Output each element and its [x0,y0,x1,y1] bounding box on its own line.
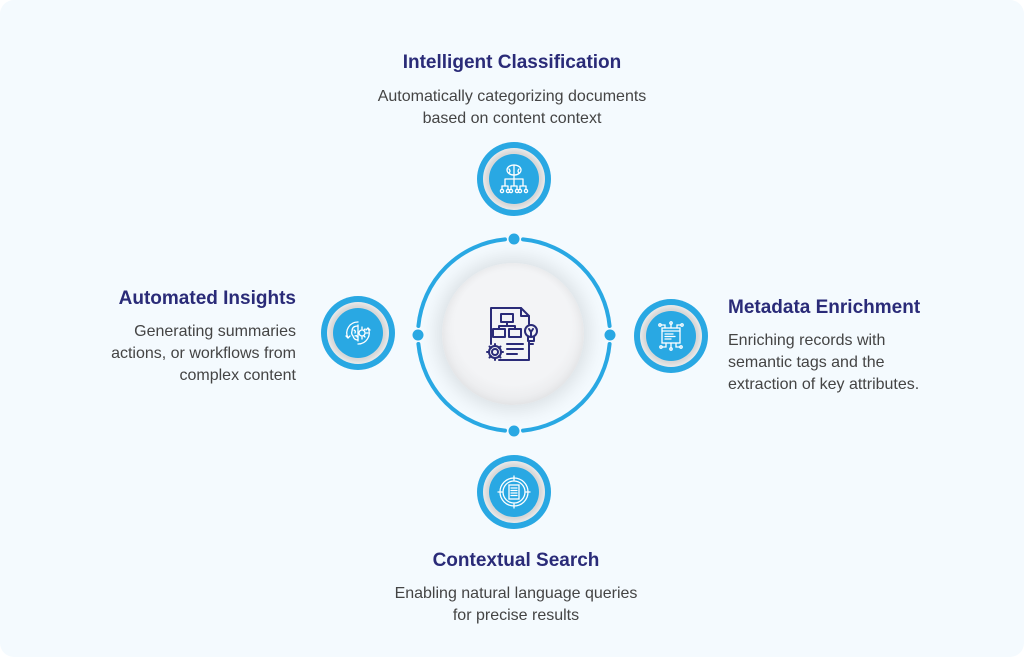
ring-dot-top [508,233,520,245]
ring-arc-bottom-right [521,342,612,433]
node-left-badge [321,296,395,370]
description-line: complex content [179,367,296,384]
ring-arc-top-left [416,237,507,328]
description-line: extraction of key attributes. [728,376,920,393]
description-line: Enabling natural language queries [394,585,638,602]
ring-arc-top-right [521,237,612,328]
description-line: Generating summaries [134,323,296,340]
target-document-icon [497,475,531,509]
ring-dot-right [604,329,616,341]
ring-arc-bottom-left [416,342,507,433]
description-line: semantic tags and the [728,354,885,371]
node-title-right: Metadata Enrichment [728,297,921,318]
description-line: based on content context [422,110,602,127]
description-line: actions, or workflows from [111,345,296,362]
node-title-bottom: Contextual Search [432,550,600,571]
node-right-badge [634,299,708,373]
brain-hierarchy-icon [499,164,529,194]
node-title-top: Intelligent Classification [402,52,622,73]
description-line: for precise results [452,607,580,624]
node-title-left: Automated Insights [118,288,296,309]
node-bottom-badge [477,455,551,529]
node-description-right: Enriching records with semantic tags and… [728,330,988,396]
description-line: Enriching records with [728,332,886,349]
node-description-top: Automatically categorizing documents bas… [332,86,692,130]
node-top-badge [477,142,551,216]
circuit-document-icon [658,321,684,351]
center-hub [442,263,584,405]
node-description-bottom: Enabling natural language queries for pr… [336,583,696,627]
ring-dot-bottom [508,425,520,437]
document-workflow-icon [486,307,538,361]
description-line: Automatically categorizing documents [377,88,647,105]
brain-gear-cycle-icon [345,321,371,345]
node-description-left: Generating summaries actions, or workflo… [60,321,296,387]
ring-dot-left [412,329,424,341]
